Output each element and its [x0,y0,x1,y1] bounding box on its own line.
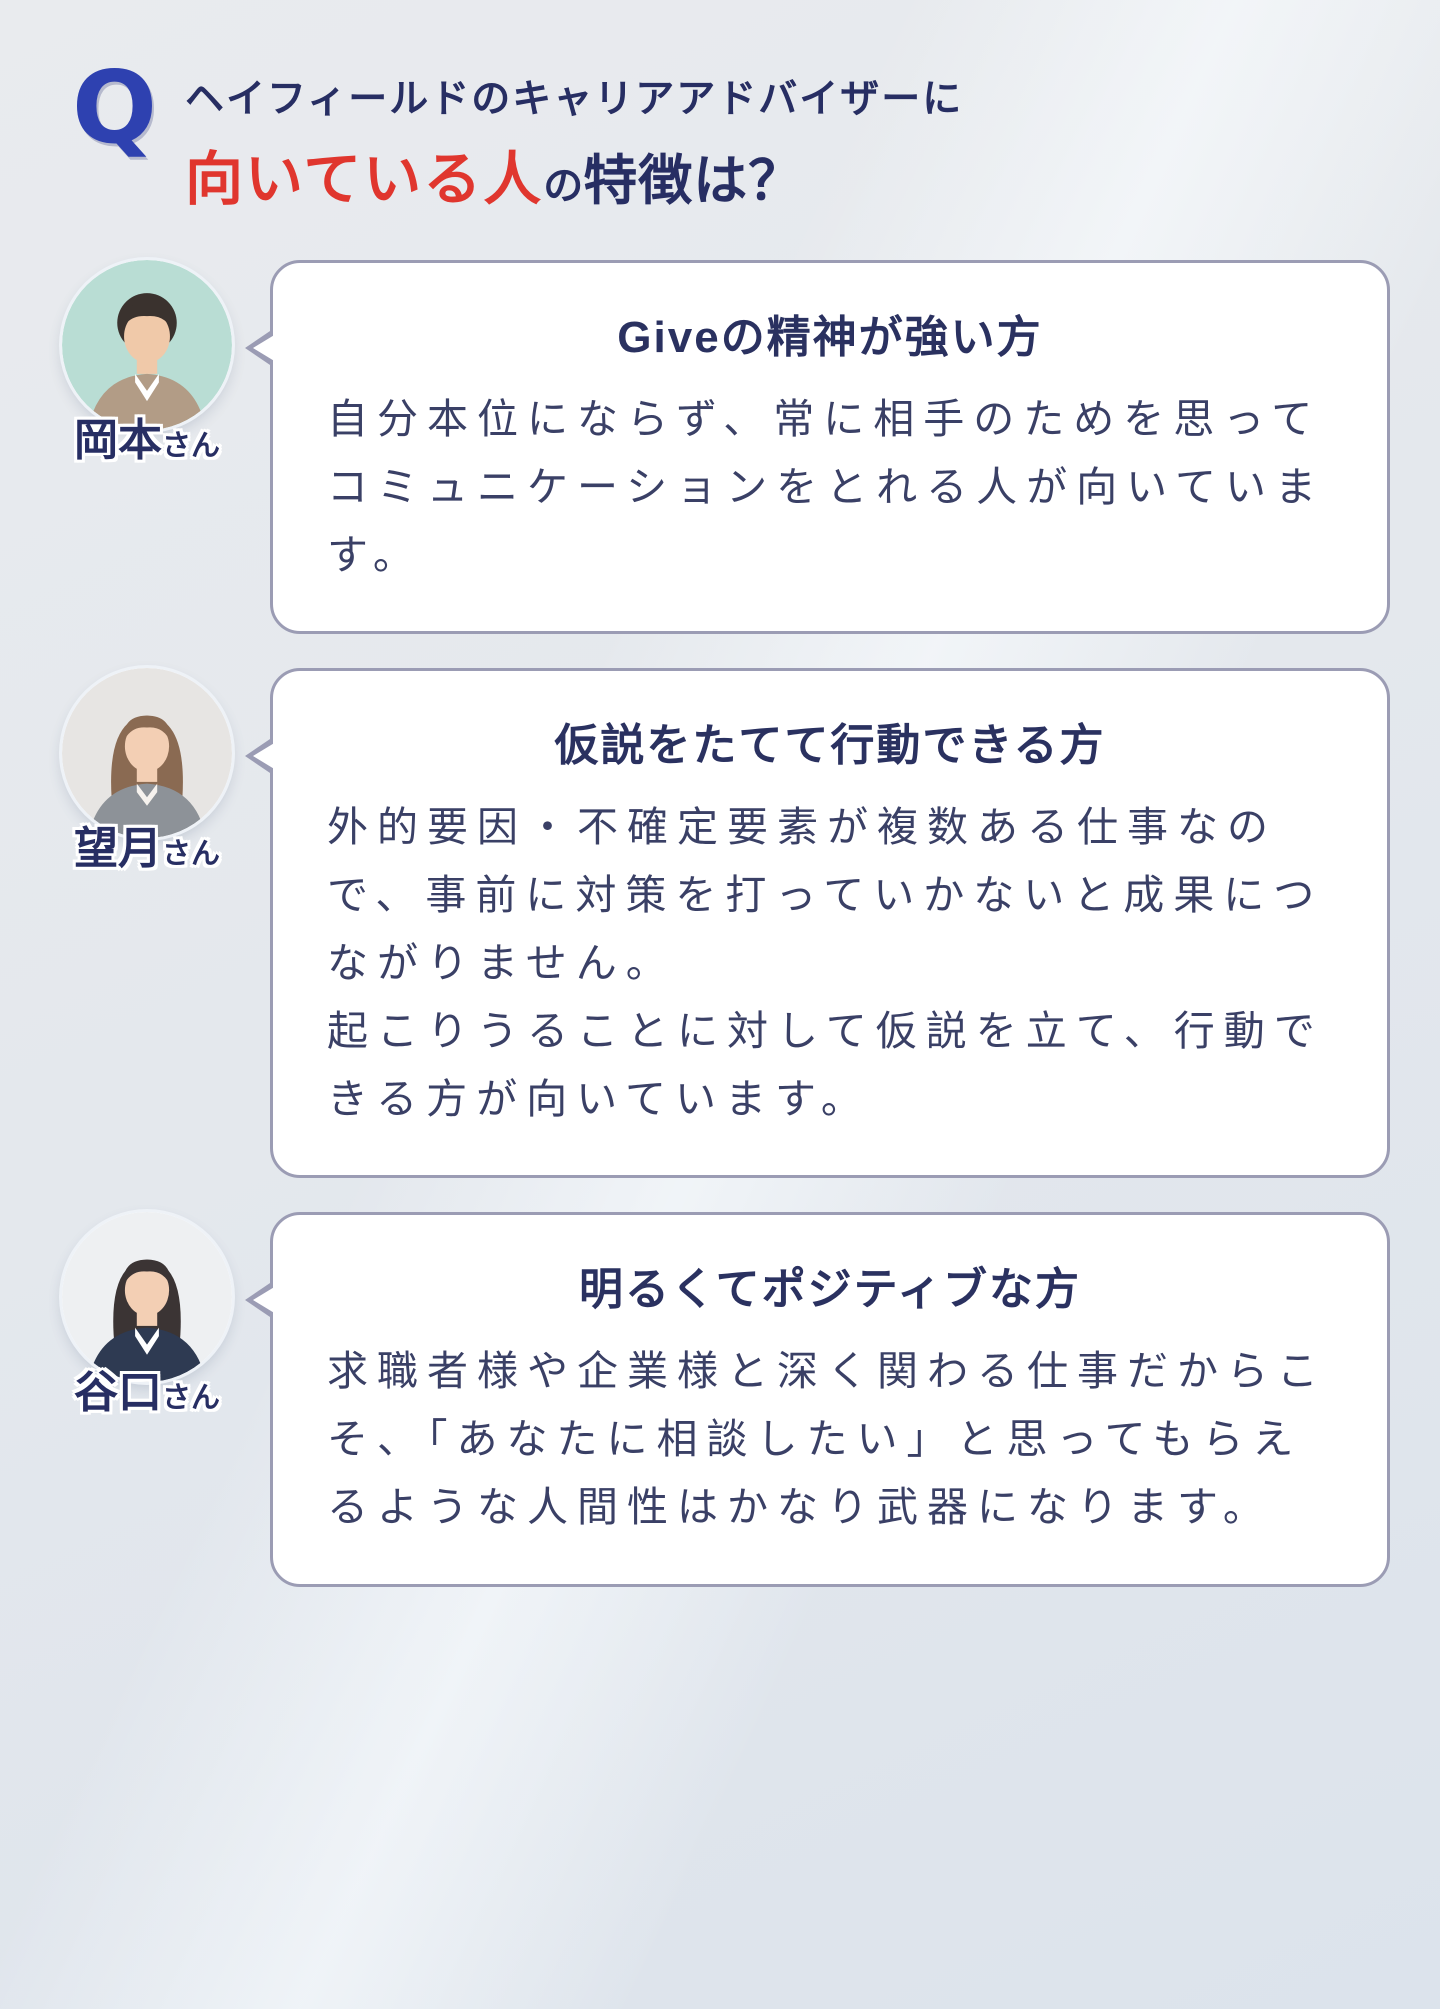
bubble-body: 求職者様や企業様と深く関わる仕事だからこそ、「あなたに相談したい」と思ってもらえ… [327,1348,1327,1531]
advisor-okamoto-col: 岡本さん [52,260,242,468]
question-header: Q ヘイフィールドのキャリアアドバイザーに 向いている人の特徴は？ [0,0,1440,216]
speech-bubble-okamoto: Giveの精神が強い方 自分本位にならず、常に相手のためを思ってコミュニケーショ… [245,260,1390,635]
advisor-section-mochizuki: 望月さん 仮説をたてて行動できる方 外的要因・不確定要素が複数ある仕事なので、事… [0,668,1440,1179]
question-title-particle: の [543,164,584,208]
avatar-taniguchi [62,1212,232,1383]
speech-bubble-taniguchi: 明るくてポジティブな方 求職者様や企業様と深く関わる仕事だからこそ、「あなたに相… [245,1212,1390,1587]
advisor-mochizuki-col: 望月さん [52,668,242,876]
question-title-line1: ヘイフィールドのキャリアアドバイザーに [185,78,964,121]
question-icon: Q [72,49,158,166]
avatar-okamoto [62,260,232,430]
advisor-honorific: さん [161,430,220,462]
advisor-name-mochizuki: 望月さん [74,812,220,876]
question-title-line2: 向いている人の特徴は？ [185,132,963,216]
question-title-rest: 特徴は？ [583,151,804,211]
speech-bubble-mochizuki: 仮説をたてて行動できる方 外的要因・不確定要素が複数ある仕事なので、事前に対策を… [245,668,1390,1179]
advisor-honorific: さん [161,1382,220,1415]
advisor-surname: 谷口 [73,1368,162,1418]
question-title: ヘイフィールドのキャリアアドバイザーに 向いている人の特徴は？ [185,62,963,216]
advisor-honorific: さん [161,838,220,871]
bubble-title: 仮説をたてて行動できる方 [554,721,1106,771]
advisor-section-taniguchi: 谷口さん 明るくてポジティブな方 求職者様や企業様と深く関わる仕事だからこそ、「… [0,1212,1440,1587]
bubble-title: 明るくてポジティブな方 [578,1265,1082,1315]
question-title-highlight: 向いている人 [185,147,544,212]
bubble-body: 外的要因・不確定要素が複数ある仕事なので、事前に対策を打っていかないと成果につな… [327,804,1324,987]
bubble-body: 起こりうることに対して仮説を立て、行動できる方が向いています。 [327,1008,1324,1123]
advisor-name-okamoto: 岡本さん [74,404,220,468]
advisor-taniguchi-col: 谷口さん [52,1212,242,1420]
bubble-body: 自分本位にならず、常に相手のためを思ってコミュニケーションをとれる人が向いていま… [327,396,1325,579]
avatar-mochizuki [62,668,232,839]
bubble-title: Giveの精神が強い方 [617,313,1043,362]
advisor-surname: 望月 [73,824,162,874]
advisor-name-taniguchi: 谷口さん [74,1356,220,1420]
advisor-surname: 岡本 [73,416,162,465]
advisor-section-okamoto: 岡本さん Giveの精神が強い方 自分本位にならず、常に相手のためを思ってコミュ… [0,260,1440,635]
